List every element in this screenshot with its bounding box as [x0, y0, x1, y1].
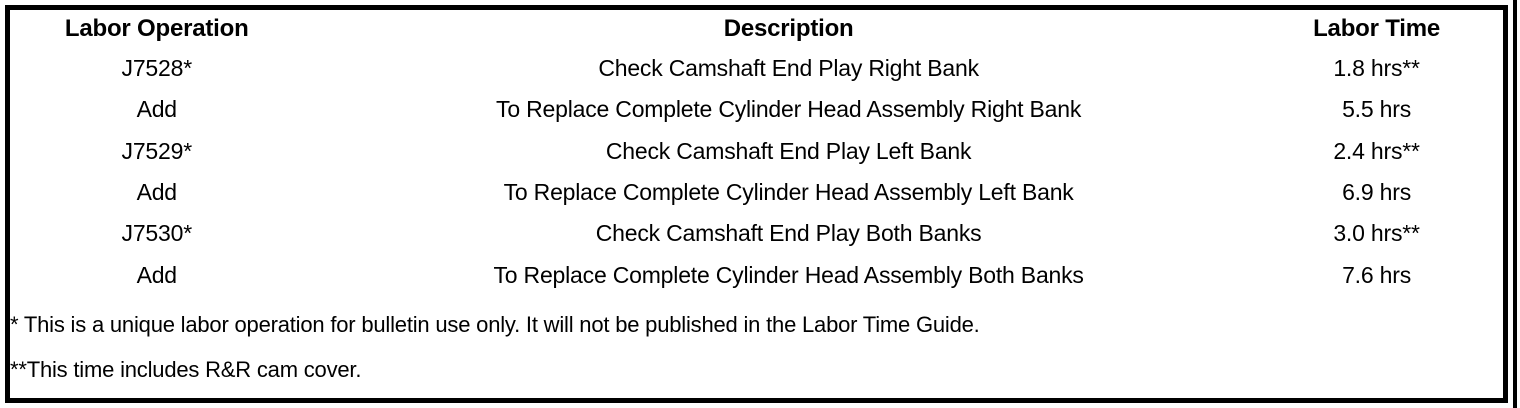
column-header-description: Description	[303, 7, 1274, 48]
page-edge-rule	[1513, 0, 1517, 408]
cell-labor-operation: Add	[7, 88, 304, 131]
cell-spacer	[1479, 212, 1506, 255]
table-row: J7529* Check Camshaft End Play Left Bank…	[7, 130, 1506, 172]
cell-description: To Replace Complete Cylinder Head Assemb…	[303, 254, 1274, 296]
table-header-row: Labor Operation Description Labor Time	[7, 7, 1506, 48]
cell-labor-operation: Add	[7, 171, 304, 213]
footnote-single-asterisk: * This is a unique labor operation for b…	[10, 311, 980, 337]
cell-spacer	[1479, 254, 1506, 296]
table-row: J7528* Check Camshaft End Play Right Ban…	[7, 47, 1506, 89]
cell-spacer	[1479, 88, 1506, 131]
table-body: J7528* Check Camshaft End Play Right Ban…	[7, 47, 1506, 401]
cell-description: Check Camshaft End Play Right Bank	[303, 47, 1274, 89]
table-row: Add To Replace Complete Cylinder Head As…	[7, 88, 1506, 131]
cell-description: Check Camshaft End Play Left Bank	[303, 130, 1274, 172]
footnotes-row: * This is a unique labor operation for b…	[7, 295, 1506, 401]
footnote-double-asterisk: **This time includes R&R cam cover.	[10, 356, 362, 382]
cell-labor-operation: J7529*	[7, 130, 304, 172]
table-row: J7530* Check Camshaft End Play Both Bank…	[7, 212, 1506, 255]
cell-spacer	[1479, 47, 1506, 89]
labor-operation-table: Labor Operation Description Labor Time J…	[5, 5, 1508, 403]
column-header-labor-time: Labor Time	[1273, 7, 1480, 48]
cell-labor-time: 1.8 hrs**	[1273, 47, 1480, 89]
cell-description: Check Camshaft End Play Both Banks	[303, 212, 1274, 255]
cell-labor-operation: J7528*	[7, 47, 304, 89]
column-header-labor-operation: Labor Operation	[7, 7, 304, 48]
cell-spacer	[1479, 171, 1506, 213]
cell-labor-time: 2.4 hrs**	[1273, 130, 1480, 172]
cell-labor-time: 6.9 hrs	[1273, 171, 1480, 213]
footnotes-cell: * This is a unique labor operation for b…	[7, 295, 1506, 401]
table-row: Add To Replace Complete Cylinder Head As…	[7, 254, 1506, 296]
cell-spacer	[1479, 130, 1506, 172]
cell-labor-time: 5.5 hrs	[1273, 88, 1480, 131]
column-header-spacer	[1479, 7, 1506, 48]
cell-labor-operation: Add	[7, 254, 304, 296]
cell-description: To Replace Complete Cylinder Head Assemb…	[303, 88, 1274, 131]
cell-labor-time: 7.6 hrs	[1273, 254, 1480, 296]
cell-labor-time: 3.0 hrs**	[1273, 212, 1480, 255]
cell-labor-operation: J7530*	[7, 212, 304, 255]
footnote-spacer	[10, 336, 1503, 358]
table-header: Labor Operation Description Labor Time	[7, 7, 1506, 48]
cell-description: To Replace Complete Cylinder Head Assemb…	[303, 171, 1274, 213]
table-row: Add To Replace Complete Cylinder Head As…	[7, 171, 1506, 213]
